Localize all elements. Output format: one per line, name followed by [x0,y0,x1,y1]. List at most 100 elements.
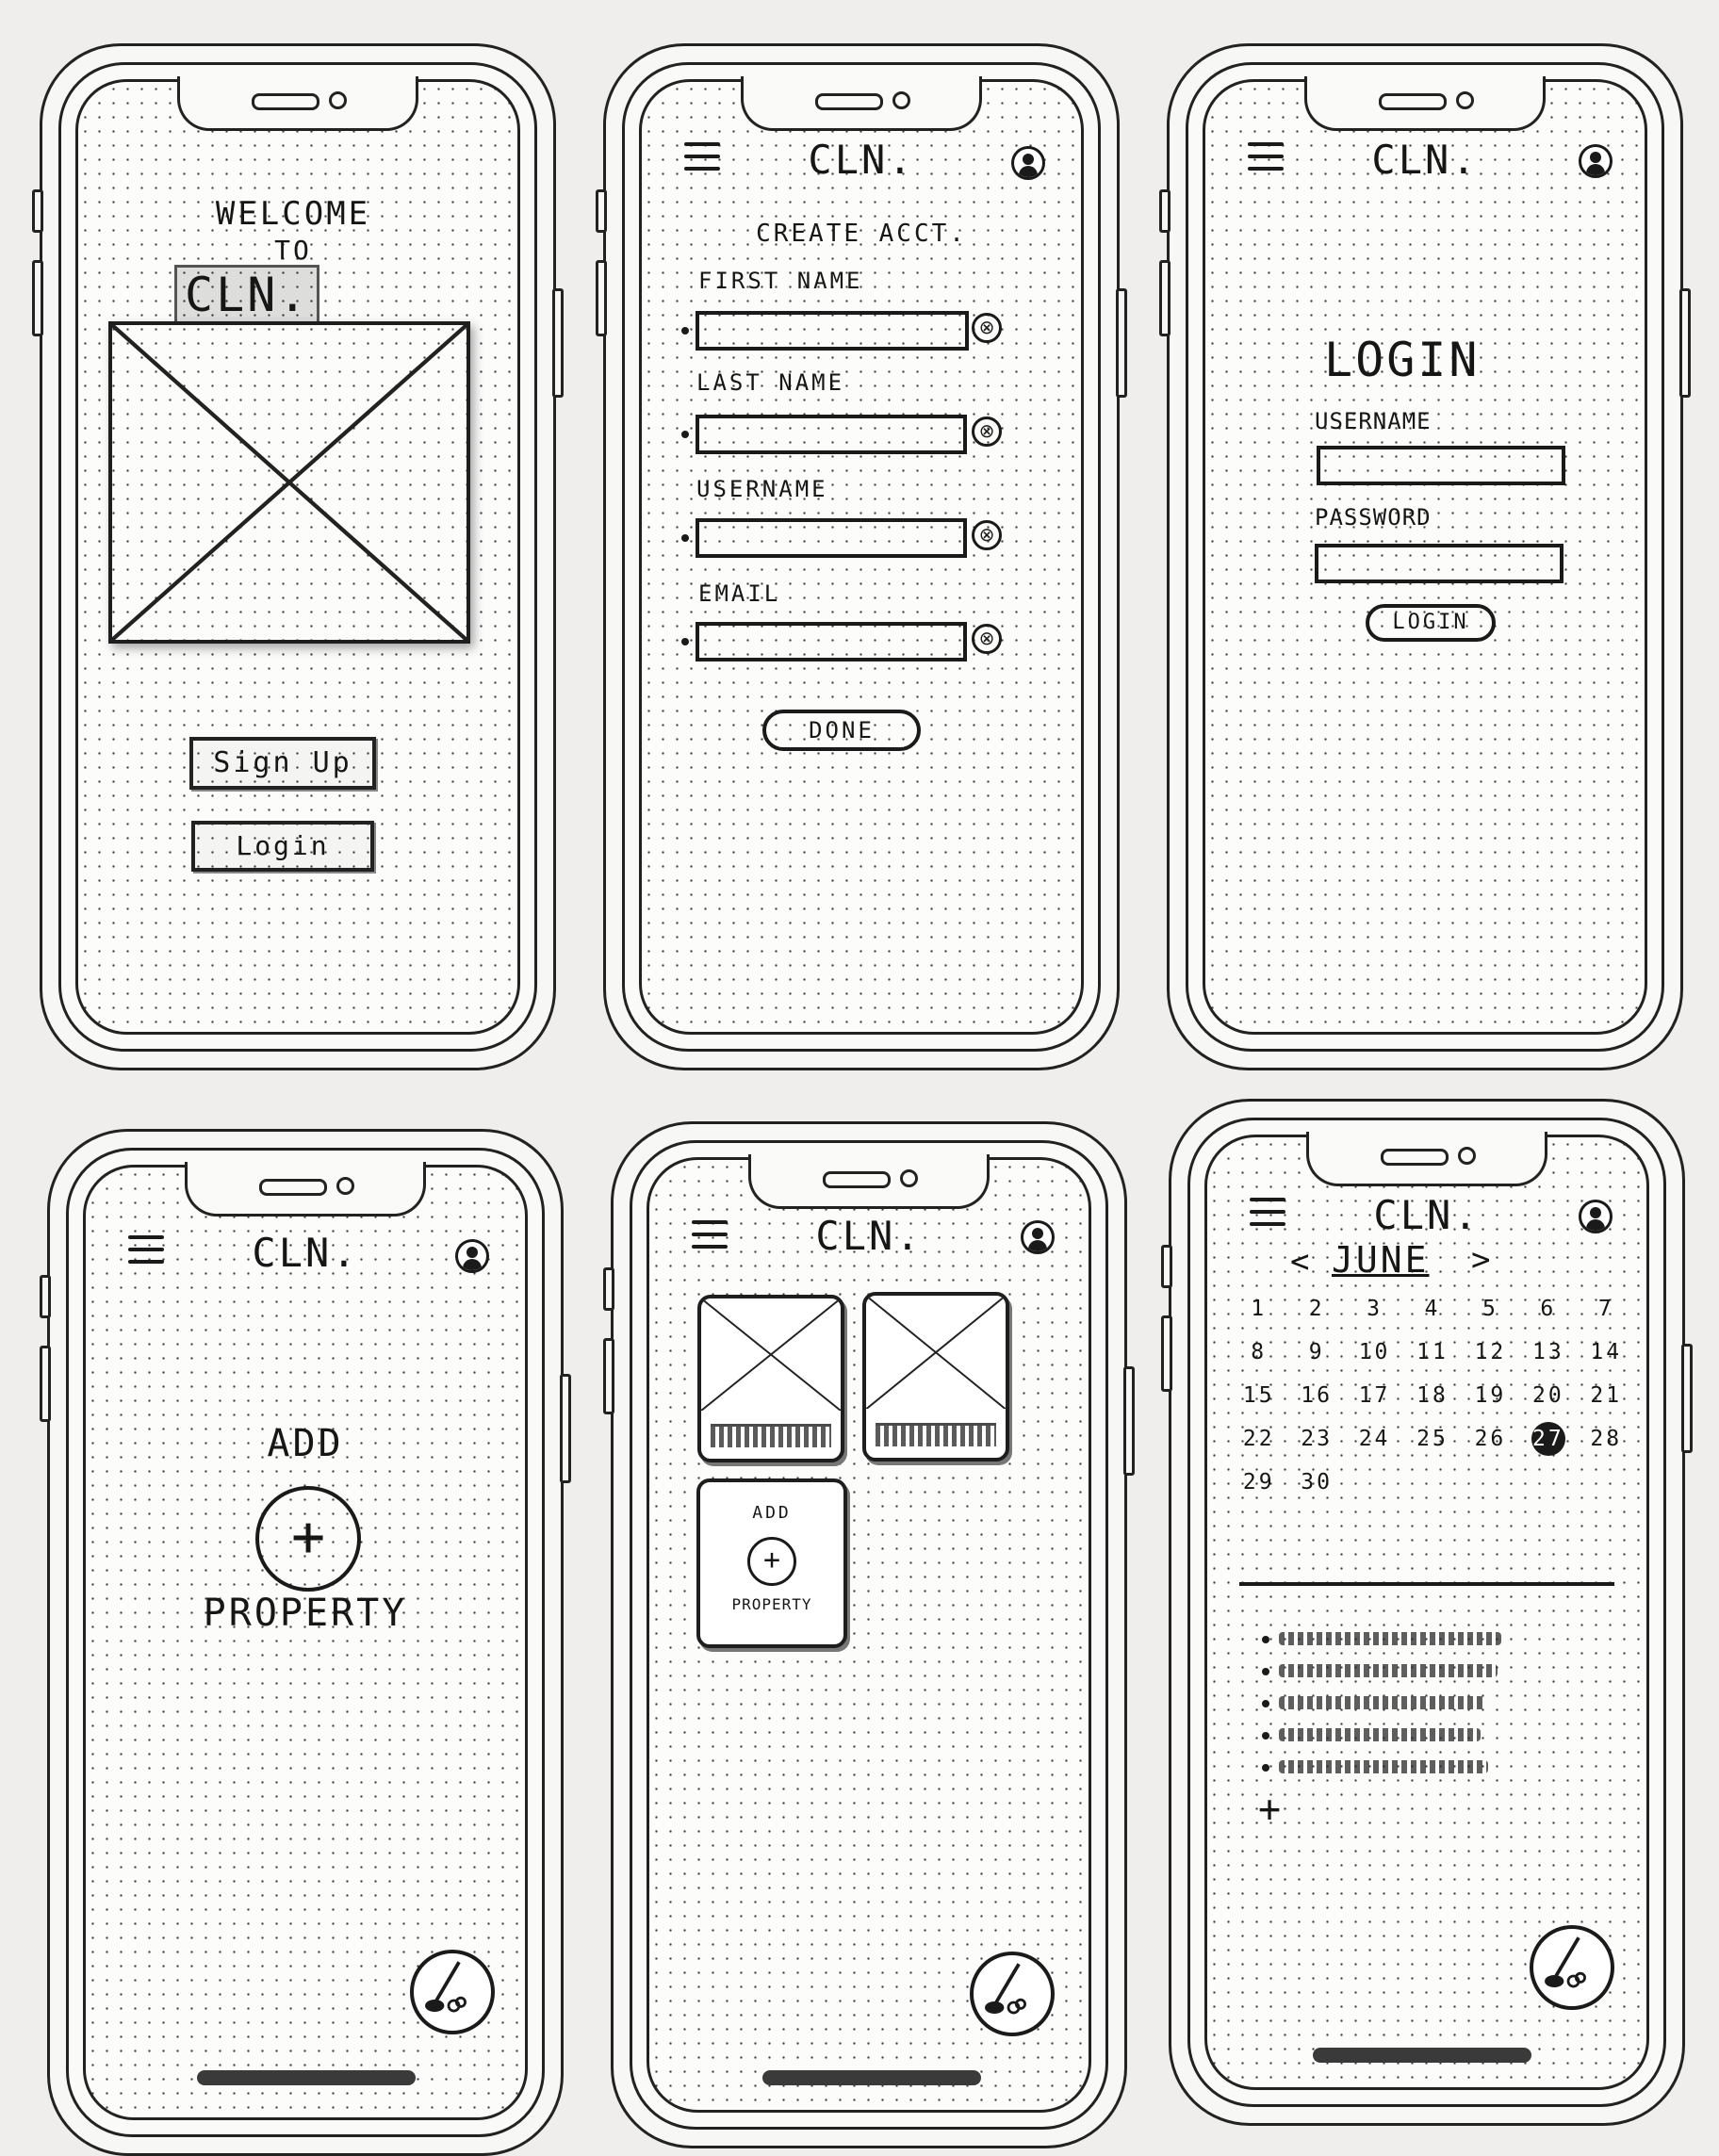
image-placeholder-icon [866,1296,1006,1410]
last-name-input[interactable] [696,415,967,454]
avatar-icon[interactable] [1579,1200,1613,1233]
side-button [603,1338,614,1414]
calendar-day[interactable]: 21 [1590,1383,1623,1408]
calendar-day[interactable]: 13 [1532,1340,1564,1364]
signup-button[interactable]: Sign Up [189,737,376,790]
add-task-button[interactable]: + [1258,1788,1285,1831]
clear-x-icon[interactable]: ⊗ [972,520,1002,550]
login-button[interactable]: Login [191,821,374,872]
calendar-day-selected[interactable]: 27 [1531,1422,1565,1456]
task-item[interactable] [1262,1661,1498,1682]
calendar-day[interactable]: 8 [1251,1340,1268,1364]
calendar-day[interactable]: 7 [1597,1297,1614,1321]
side-button [552,288,564,398]
calendar-day[interactable]: 12 [1474,1340,1507,1364]
calendar-day[interactable]: 19 [1474,1383,1507,1408]
hamburger-menu-icon[interactable] [128,1235,164,1266]
broom-icon[interactable] [410,1950,495,2034]
clear-x-icon[interactable]: ⊗ [972,313,1002,343]
username-input[interactable] [696,518,967,558]
calendar-day[interactable]: 30 [1301,1470,1333,1494]
calendar-day[interactable]: 2 [1308,1297,1325,1321]
side-button [1161,1315,1172,1392]
task-item[interactable] [1262,1693,1484,1714]
calendar-day[interactable]: 25 [1416,1427,1449,1451]
add-property-card[interactable]: ADD + PROPERTY [696,1478,847,1648]
calendar-day[interactable]: 10 [1358,1340,1391,1364]
avatar-icon[interactable] [455,1239,489,1273]
prev-month-button[interactable]: < [1290,1243,1313,1281]
calendar-day[interactable]: 3 [1367,1297,1383,1321]
hamburger-menu-icon[interactable] [692,1220,728,1250]
hamburger-menu-icon[interactable] [1248,142,1284,172]
camera [1456,91,1474,109]
property-card[interactable] [862,1292,1009,1462]
add-property-button[interactable]: + [747,1537,796,1586]
avatar-icon[interactable] [1021,1220,1055,1254]
calendar-day[interactable]: 4 [1424,1297,1441,1321]
done-button[interactable]: DONE [762,710,921,751]
notch [741,76,982,131]
notch [748,1154,990,1209]
calendar-day[interactable]: 1 [1251,1297,1268,1321]
calendar-day[interactable]: 24 [1358,1427,1391,1451]
clear-x-icon[interactable]: ⊗ [972,624,1002,654]
home-indicator[interactable] [762,2070,981,2085]
username-input[interactable] [1317,446,1565,485]
home-indicator[interactable] [1313,2048,1531,2063]
clear-x-icon[interactable]: ⊗ [972,416,1002,447]
divider [1239,1582,1614,1586]
calendar-day[interactable]: 14 [1590,1340,1623,1364]
field-label-last-name: LAST NAME [696,369,845,396]
calendar-day[interactable]: 11 [1416,1340,1449,1364]
calendar-day[interactable]: 18 [1416,1383,1449,1408]
property-card[interactable] [697,1295,844,1462]
next-month-button[interactable]: > [1471,1241,1494,1279]
field-label-email: EMAIL [698,580,781,607]
speaker [1379,93,1447,110]
camera [892,91,910,109]
calendar-day[interactable]: 6 [1540,1297,1557,1321]
login-button[interactable]: LOGIN [1366,604,1496,642]
calendar-day[interactable]: 5 [1482,1297,1498,1321]
password-input[interactable] [1315,544,1563,583]
calendar-day[interactable]: 9 [1308,1340,1325,1364]
calendar-day[interactable]: 29 [1242,1470,1275,1494]
side-button [1161,1245,1172,1288]
app-brand: CLN. [815,1213,923,1259]
task-item[interactable] [1262,1725,1481,1746]
broom-icon[interactable] [970,1952,1055,2036]
calendar-day[interactable]: 26 [1474,1427,1507,1451]
camera [329,91,347,109]
email-input[interactable] [696,622,967,662]
property-label: PROPERTY [731,1595,812,1613]
avatar-icon[interactable] [1011,146,1045,180]
home-indicator[interactable] [197,2070,416,2085]
calendar-day[interactable]: 15 [1242,1383,1275,1408]
calendar-day[interactable]: 16 [1301,1383,1333,1408]
hamburger-menu-icon[interactable] [1250,1198,1285,1228]
first-name-input[interactable] [696,311,969,351]
side-button [32,189,43,233]
app-brand: CLN. [808,137,915,183]
broom-icon[interactable] [1530,1925,1614,2010]
calendar-day[interactable]: 23 [1301,1427,1333,1451]
avatar-icon[interactable] [1579,144,1613,178]
calendar-day[interactable]: 22 [1242,1427,1275,1451]
calendar-day[interactable]: 17 [1358,1383,1391,1408]
broom-icon-graphic [425,1961,467,2013]
side-button [40,1275,51,1318]
calendar-day[interactable]: 28 [1590,1427,1623,1451]
add-property-button[interactable]: + [255,1486,361,1592]
hamburger-menu-icon[interactable] [684,142,720,172]
property-caption [876,1423,996,1446]
camera [336,1177,354,1195]
add-label: ADD [267,1422,344,1465]
calendar-day[interactable]: 20 [1532,1383,1564,1408]
task-item[interactable] [1262,1757,1488,1778]
task-item[interactable] [1262,1629,1501,1650]
image-placeholder-icon [701,1298,841,1411]
side-button [603,1267,614,1311]
speaker [823,1171,891,1188]
